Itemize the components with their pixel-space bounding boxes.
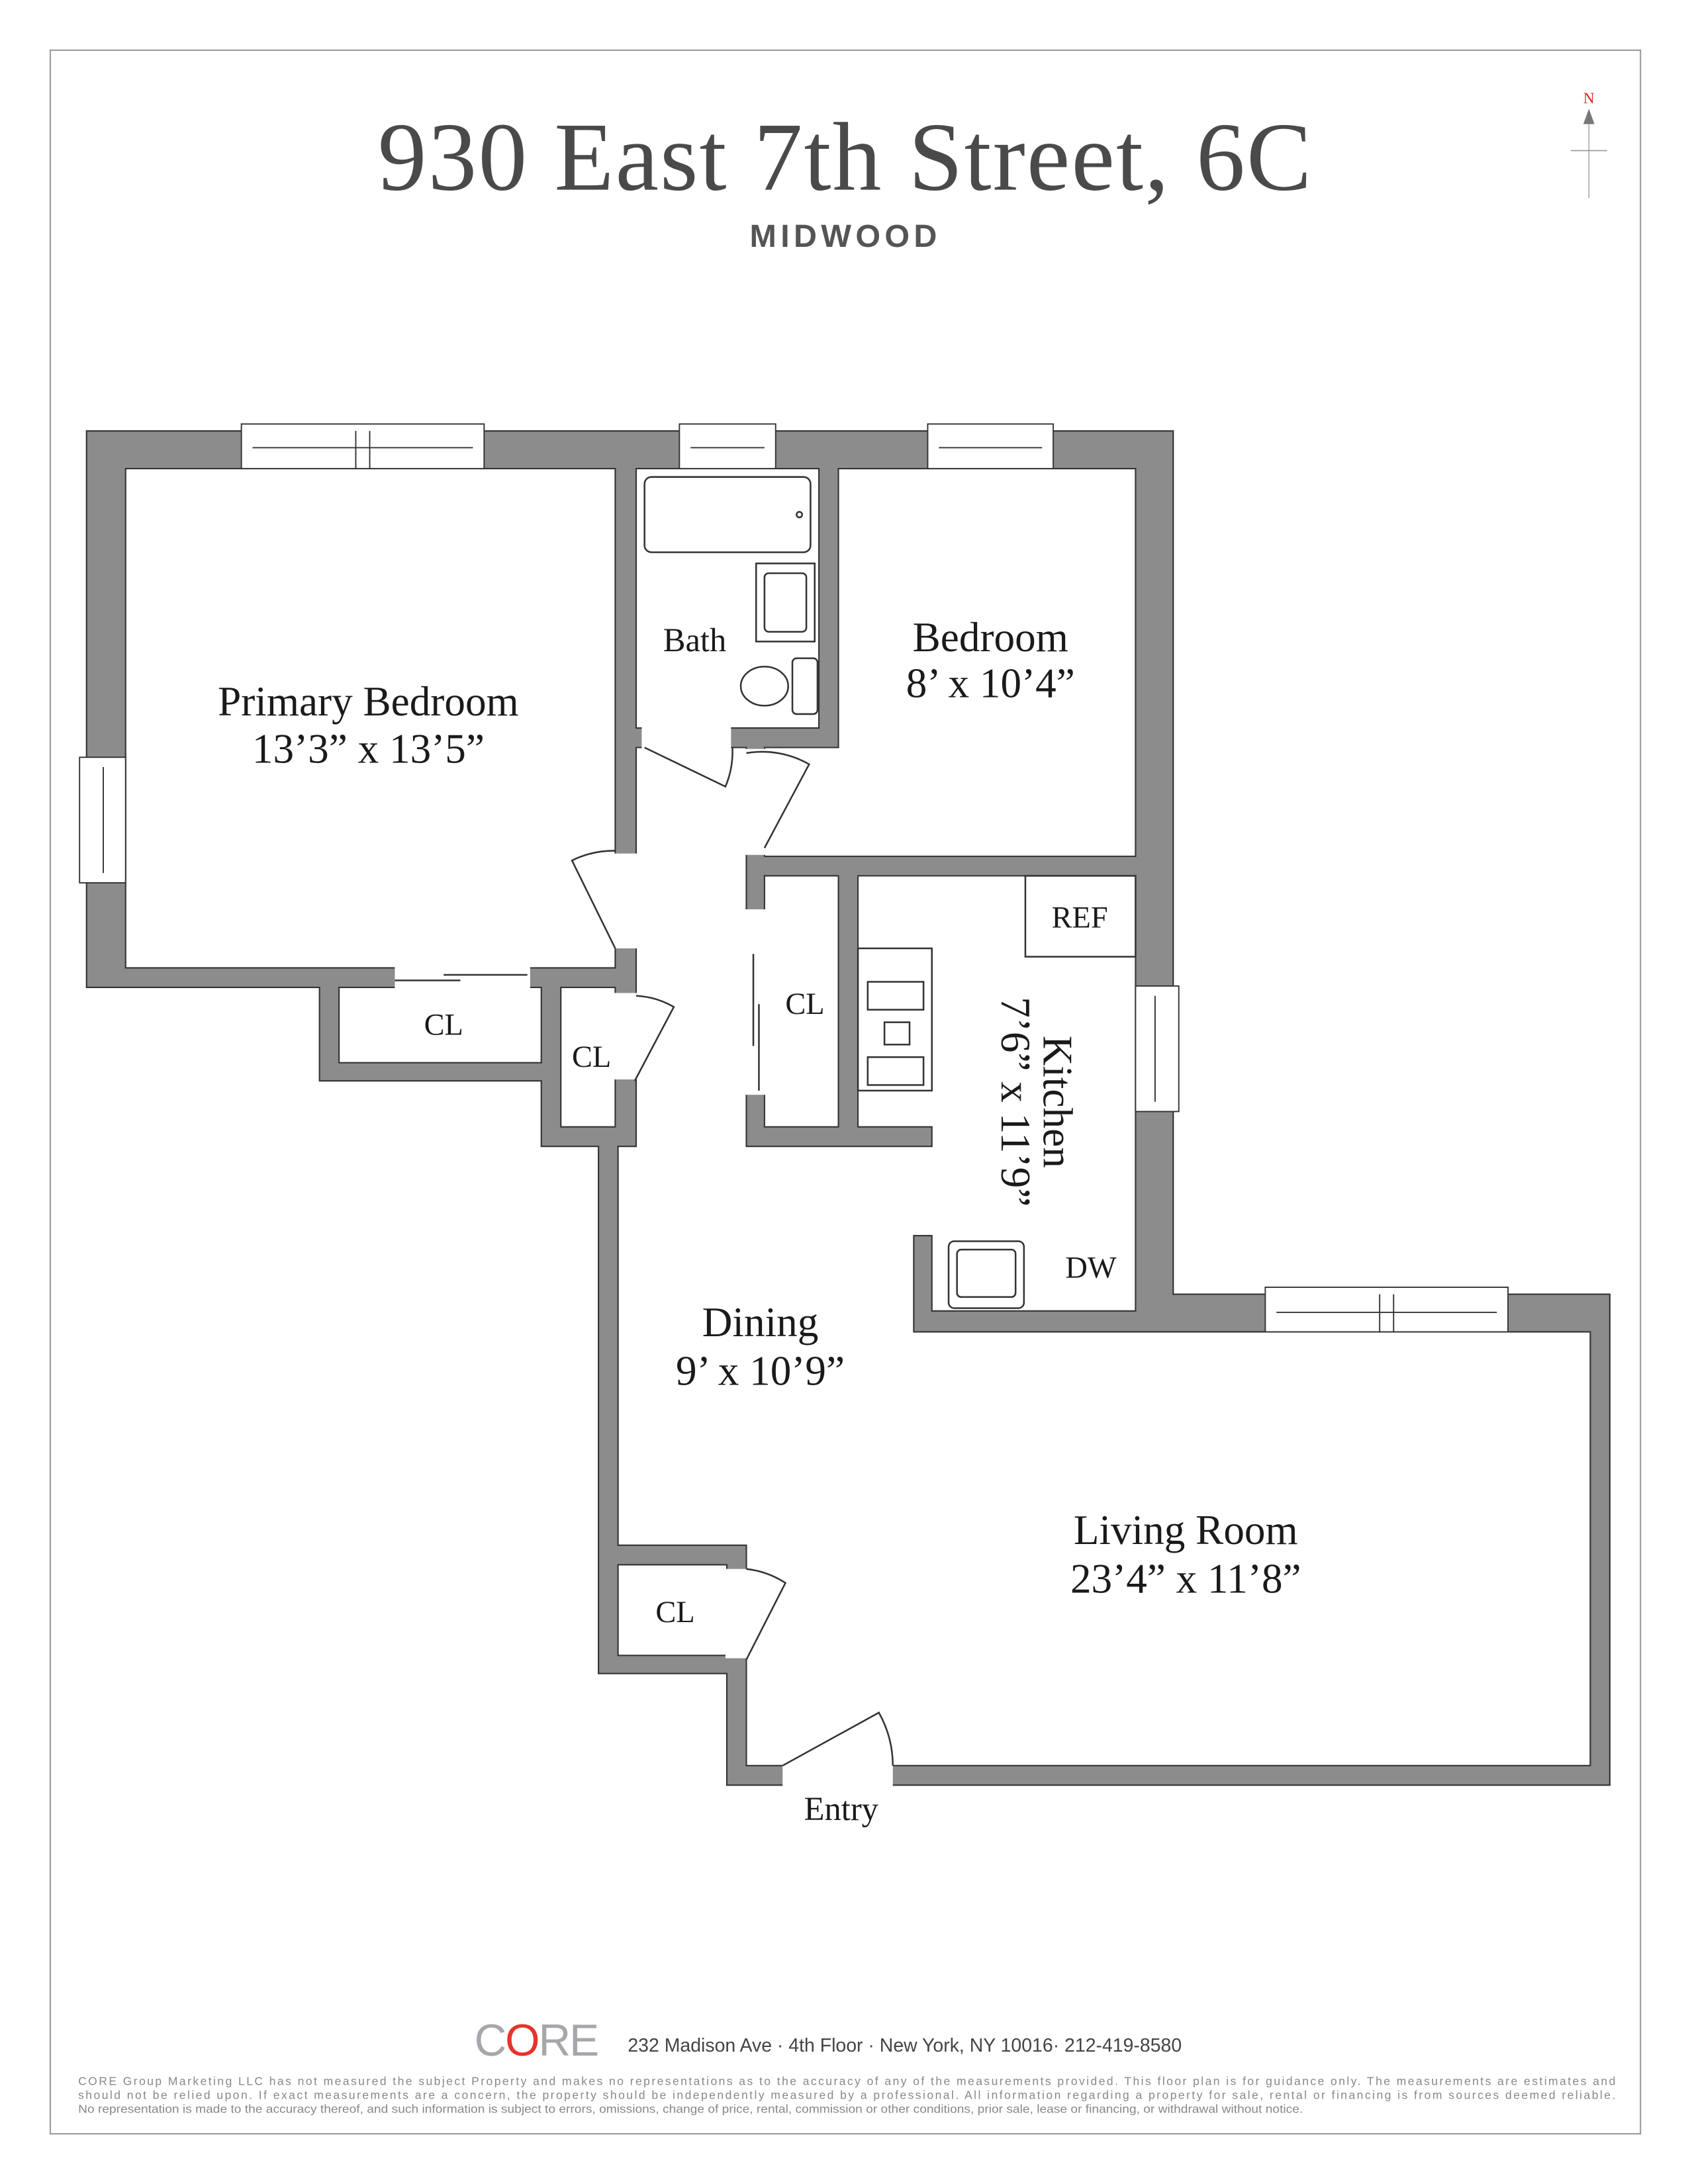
living-room-name: Living Room bbox=[1074, 1507, 1298, 1553]
dining-size: 9’ x 10’9” bbox=[676, 1348, 845, 1394]
toilet-icon bbox=[739, 666, 789, 707]
hall-closet-room bbox=[763, 875, 839, 1128]
fixtures bbox=[643, 476, 1137, 1309]
ref-icon bbox=[1024, 875, 1137, 958]
disclaimer-line-3: No representation is made to the accurac… bbox=[78, 2103, 1303, 2116]
window bbox=[679, 423, 776, 469]
primary-closet-room bbox=[338, 986, 542, 1064]
bathtub-icon bbox=[643, 476, 812, 553]
kitchen-size: 7’6” x 11’9” bbox=[992, 997, 1039, 1206]
bedroom-size: 8’ x 10’4” bbox=[906, 660, 1075, 707]
entry-label: Entry bbox=[804, 1790, 879, 1827]
window bbox=[927, 423, 1055, 469]
dining-name: Dining bbox=[702, 1299, 819, 1345]
window bbox=[79, 756, 126, 884]
primary-bedroom-name: Primary Bedroom bbox=[218, 678, 519, 725]
bedroom-room bbox=[763, 467, 1137, 857]
disclaimer-line-1: CORE Group Marketing LLC has not measure… bbox=[78, 2074, 1615, 2087]
window bbox=[1135, 985, 1180, 1113]
dw-label: DW bbox=[1065, 1251, 1116, 1285]
living-closet-label: CL bbox=[655, 1596, 694, 1629]
living-closet-room bbox=[617, 1564, 728, 1657]
room-labels: Primary Bedroom 13’3” x 13’5” Bath Bedro… bbox=[218, 614, 1301, 1827]
page-title: 930 East 7th Street, 6C bbox=[378, 103, 1313, 211]
core-logo: CORE bbox=[475, 2016, 600, 2066]
kitchen-name: Kitchen bbox=[1034, 1036, 1080, 1168]
ref-label: REF bbox=[1052, 901, 1108, 934]
svg-text:CORE: CORE bbox=[475, 2016, 598, 2066]
floor-plan: Primary Bedroom 13’3” x 13’5” Bath Bedro… bbox=[79, 423, 1611, 1827]
primary-bedroom-size: 13’3” x 13’5” bbox=[252, 726, 485, 772]
window bbox=[240, 423, 485, 469]
living-room-size: 23’4” x 11’8” bbox=[1070, 1556, 1301, 1602]
small-closet-label: CL bbox=[572, 1040, 611, 1074]
bedroom-name: Bedroom bbox=[913, 614, 1068, 660]
window bbox=[1264, 1287, 1509, 1333]
footer-address: 232 Madison Ave · 4th Floor · New York, … bbox=[628, 2035, 1182, 2056]
doors bbox=[395, 747, 894, 1766]
north-arrow-icon: N bbox=[1570, 90, 1607, 199]
hall-closet-label: CL bbox=[785, 987, 824, 1021]
bath-name: Bath bbox=[663, 621, 727, 659]
neighborhood-label: MIDWOOD bbox=[750, 218, 941, 254]
north-label: N bbox=[1583, 90, 1595, 107]
primary-closet-label: CL bbox=[424, 1009, 463, 1042]
primary-bedroom-room bbox=[124, 467, 616, 969]
